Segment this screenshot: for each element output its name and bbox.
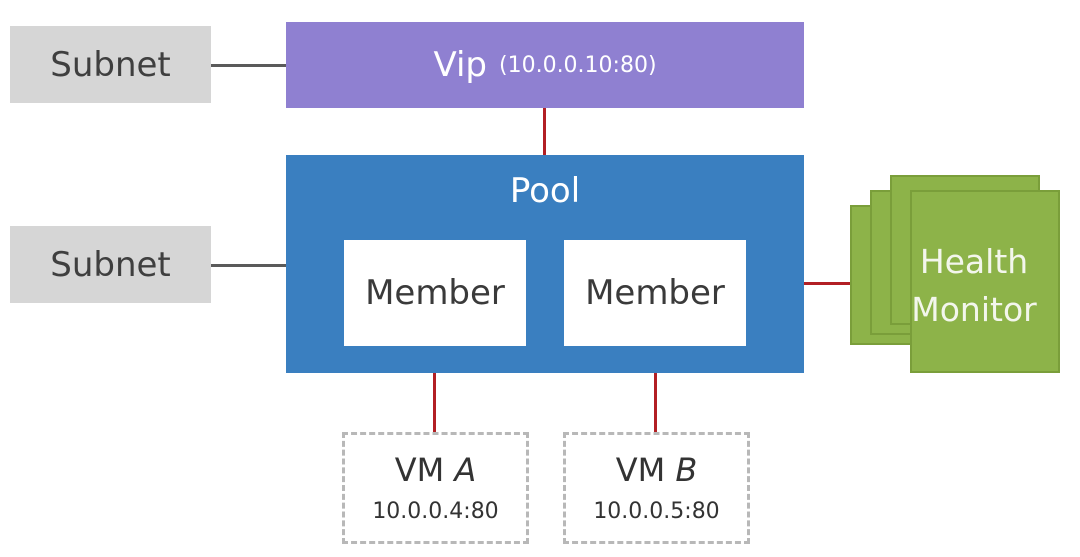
member-vm-b-link [654, 346, 657, 432]
subnet-vip-link [211, 64, 286, 67]
vip-address: (10.0.0.10:80) [499, 52, 657, 78]
member-box-1: Member [344, 240, 526, 346]
member-vm-a-link [433, 346, 436, 432]
vm-b-name: VM B [566, 451, 747, 489]
vip-box: Vip (10.0.0.10:80) [286, 22, 804, 108]
health-monitor-stack [845, 160, 1060, 380]
vm-b-address: 10.0.0.5:80 [593, 499, 720, 524]
subnet-box-top: Subnet [10, 26, 211, 103]
subnet-label: Subnet [50, 44, 171, 85]
pool-box: Pool Member Member [286, 155, 804, 373]
health-monitor-label: Health Monitor [898, 238, 1050, 334]
vm-b-box: VM B 10.0.0.5:80 [563, 432, 750, 544]
health-monitor-line2: Monitor [911, 290, 1037, 329]
vm-a-address: 10.0.0.4:80 [372, 499, 499, 524]
vm-a-name: VM A [345, 451, 526, 489]
subnet-pool-link [211, 264, 286, 267]
member-box-2: Member [564, 240, 746, 346]
vip-pool-link [543, 108, 546, 155]
pool-title: Pool [509, 171, 581, 211]
vm-letter: A [454, 451, 477, 489]
subnet-box-bottom: Subnet [10, 226, 211, 303]
vm-a-box: VM A 10.0.0.4:80 [342, 432, 529, 544]
vip-label: Vip [433, 45, 487, 85]
health-monitor-card-front [910, 190, 1060, 373]
vm-letter: B [675, 451, 698, 489]
member-label: Member [365, 273, 505, 313]
subnet-label: Subnet [50, 244, 171, 285]
member-label: Member [585, 273, 725, 313]
vm-prefix: VM [615, 451, 666, 489]
pool-health-monitor-link [804, 282, 884, 285]
vm-prefix: VM [394, 451, 445, 489]
health-monitor-line1: Health [919, 242, 1029, 281]
